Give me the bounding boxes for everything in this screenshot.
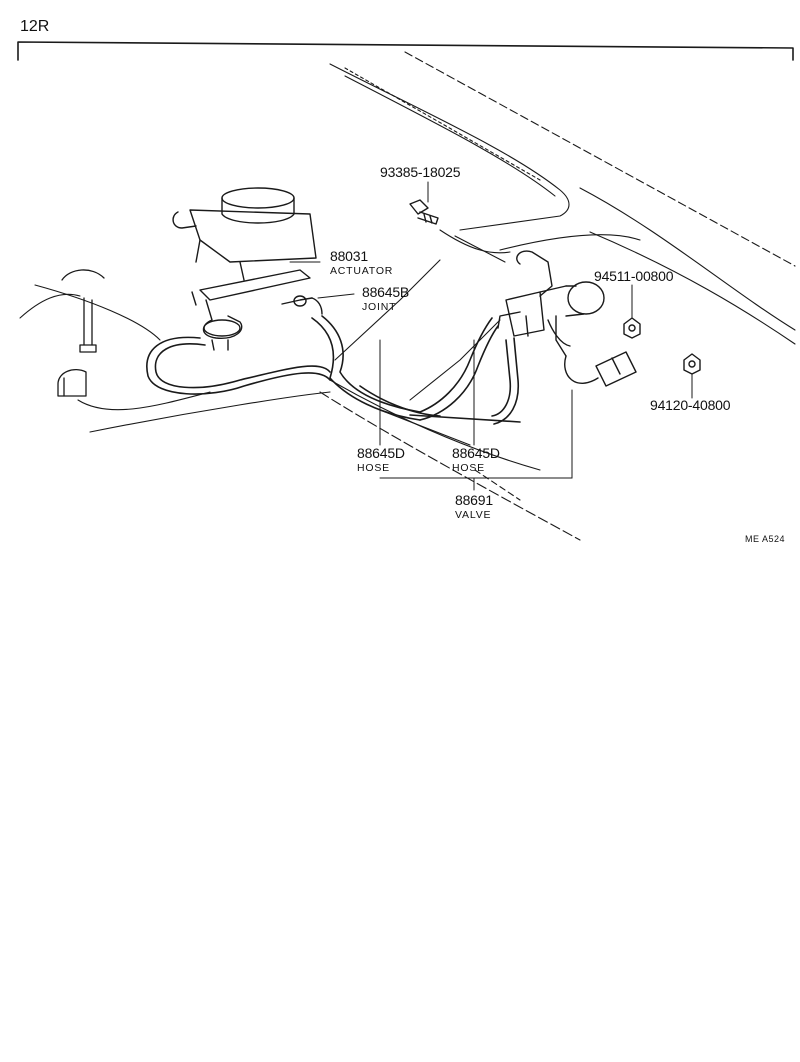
- mounting-post-icon: [57, 269, 105, 397]
- callout-actuator-name: ACTUATOR: [330, 265, 394, 277]
- page-frame: [17, 41, 794, 61]
- figure-code: ME A524: [745, 534, 786, 544]
- callout-joint-name: JOINT: [362, 301, 397, 313]
- callout-valve-part-number: 88691: [455, 492, 493, 508]
- callout-nut-a-part-number: 94511-00800: [594, 268, 674, 284]
- callout-hose-b-name: HOSE: [452, 462, 485, 474]
- page-corner-label: 12R: [20, 18, 50, 35]
- callout-valve-name: VALVE: [455, 509, 492, 521]
- body-panel-outline: [19, 51, 796, 541]
- callout-joint-part-number: 88645B: [362, 284, 410, 300]
- nut-icon: [623, 317, 641, 339]
- callout-actuator-part-number: 88031: [330, 248, 368, 264]
- callout-hose-a-name: HOSE: [357, 462, 390, 474]
- vacuum-actuator-icon: [172, 187, 317, 351]
- callout-leaders: [289, 181, 693, 491]
- bolt-icon: [409, 199, 439, 225]
- callout-hose-a-part-number: 88645D: [357, 445, 405, 461]
- callout-hose-b-part-number: 88645D: [452, 445, 500, 461]
- callout-bolt-part-number: 93385-18025: [380, 164, 461, 180]
- hose-joint-icon: [281, 295, 323, 315]
- vsv-valve-icon: [497, 250, 605, 357]
- vacuum-hose-runs: [146, 315, 521, 425]
- electrical-connector-icon: [564, 351, 637, 387]
- nut-icon: [683, 353, 701, 375]
- callout-nut-b-part-number: 94120-40800: [650, 397, 731, 413]
